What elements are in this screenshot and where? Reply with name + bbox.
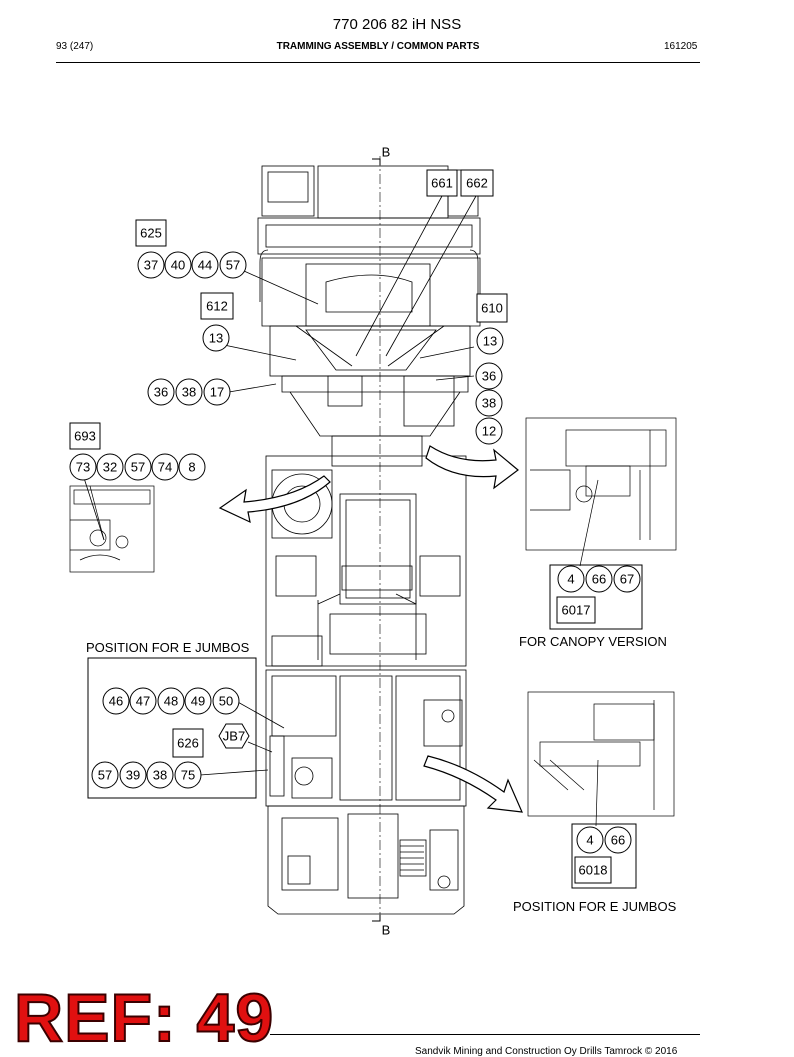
callout-57-detail: 57 (131, 460, 145, 475)
callout-12: 12 (482, 424, 496, 439)
callout-38-e-jumbo: 38 (153, 768, 167, 783)
callout-38-right: 38 (482, 396, 496, 411)
page-number: 93 (247) (56, 41, 94, 52)
caption-e-jumbos-right: POSITION FOR E JUMBOS (513, 899, 677, 914)
callout-610: 610 (481, 301, 503, 316)
callout-13-left: 13 (209, 331, 223, 346)
section-title: TRAMMING ASSEMBLY / COMMON PARTS (276, 41, 480, 52)
detail-view-left (69, 485, 155, 573)
callout-6017: 6017 (562, 603, 591, 618)
callout-4-e-jumbo: 4 (586, 833, 593, 848)
section-label-top: B (382, 145, 391, 160)
callout-36-left: 36 (154, 385, 168, 400)
callout-73: 73 (76, 460, 90, 475)
reference-watermark: REF: 49 (13, 980, 275, 1056)
callout-39: 39 (126, 768, 140, 783)
document-code: 161205 (664, 41, 698, 52)
arrow-to-bottom-detail (423, 755, 523, 813)
callout-box-626 (172, 728, 204, 758)
callout-6018: 6018 (579, 863, 608, 878)
leader-lines (83, 195, 477, 776)
callout-box-693 (69, 422, 101, 450)
callout-48: 48 (164, 694, 178, 709)
callout-75: 75 (181, 768, 195, 783)
section-mark-bottom (372, 915, 381, 922)
callout-box-6018 (574, 856, 612, 884)
header-divider (56, 62, 700, 63)
caption-e-jumbos-left: POSITION FOR E JUMBOS (86, 640, 250, 655)
callout-box-625 (135, 219, 167, 247)
callout-box-661 (426, 169, 458, 197)
arrow-to-left-detail (218, 475, 331, 524)
caption-canopy-version: FOR CANOPY VERSION (519, 634, 667, 649)
callout-662: 662 (466, 176, 488, 191)
callout-jb7: JB7 (223, 729, 245, 744)
callout-37: 37 (144, 258, 158, 273)
callout-box-610 (476, 293, 508, 323)
section-label-bottom: B (382, 923, 391, 938)
callout-44: 44 (198, 258, 212, 273)
callout-17: 17 (210, 385, 224, 400)
callout-40: 40 (171, 258, 185, 273)
callout-32: 32 (103, 460, 117, 475)
callout-4-canopy: 4 (567, 572, 574, 587)
callout-36-right: 36 (482, 369, 496, 384)
callout-66-e-jumbo: 66 (611, 833, 625, 848)
callout-625: 625 (140, 226, 162, 241)
callout-661: 661 (431, 176, 453, 191)
callout-box-662 (460, 169, 494, 197)
callout-8: 8 (188, 460, 195, 475)
footer-divider (270, 1034, 700, 1035)
detail-view-bottom-right (527, 691, 675, 827)
callout-49: 49 (191, 694, 205, 709)
callout-box-612 (200, 292, 234, 320)
arrow-to-canopy-detail (425, 445, 519, 490)
callout-57: 57 (226, 258, 240, 273)
callout-693: 693 (74, 429, 96, 444)
callout-46: 46 (109, 694, 123, 709)
machine-frame-drawing (257, 165, 481, 915)
callout-50: 50 (219, 694, 233, 709)
footer-copyright: Sandvik Mining and Construction Oy Drill… (415, 1046, 678, 1057)
callout-38-left: 38 (182, 385, 196, 400)
callout-626: 626 (177, 736, 199, 751)
callout-612: 612 (206, 299, 228, 314)
group-frame-canopy (549, 564, 643, 630)
section-mark-top (372, 158, 381, 165)
callout-box-6017 (556, 596, 596, 624)
group-frame-e-jumbos (87, 657, 257, 799)
callout-57-e-jumbo: 57 (98, 768, 112, 783)
callout-13-right: 13 (483, 334, 497, 349)
callout-74: 74 (158, 460, 172, 475)
document-title: 770 206 82 iH NSS (332, 16, 462, 33)
group-frame-e-jumbos-right (571, 823, 637, 889)
detail-view-canopy (525, 417, 677, 567)
jb7-hex-tag (218, 723, 250, 749)
callout-47: 47 (136, 694, 150, 709)
callout-66-canopy: 66 (592, 572, 606, 587)
callout-67: 67 (620, 572, 634, 587)
